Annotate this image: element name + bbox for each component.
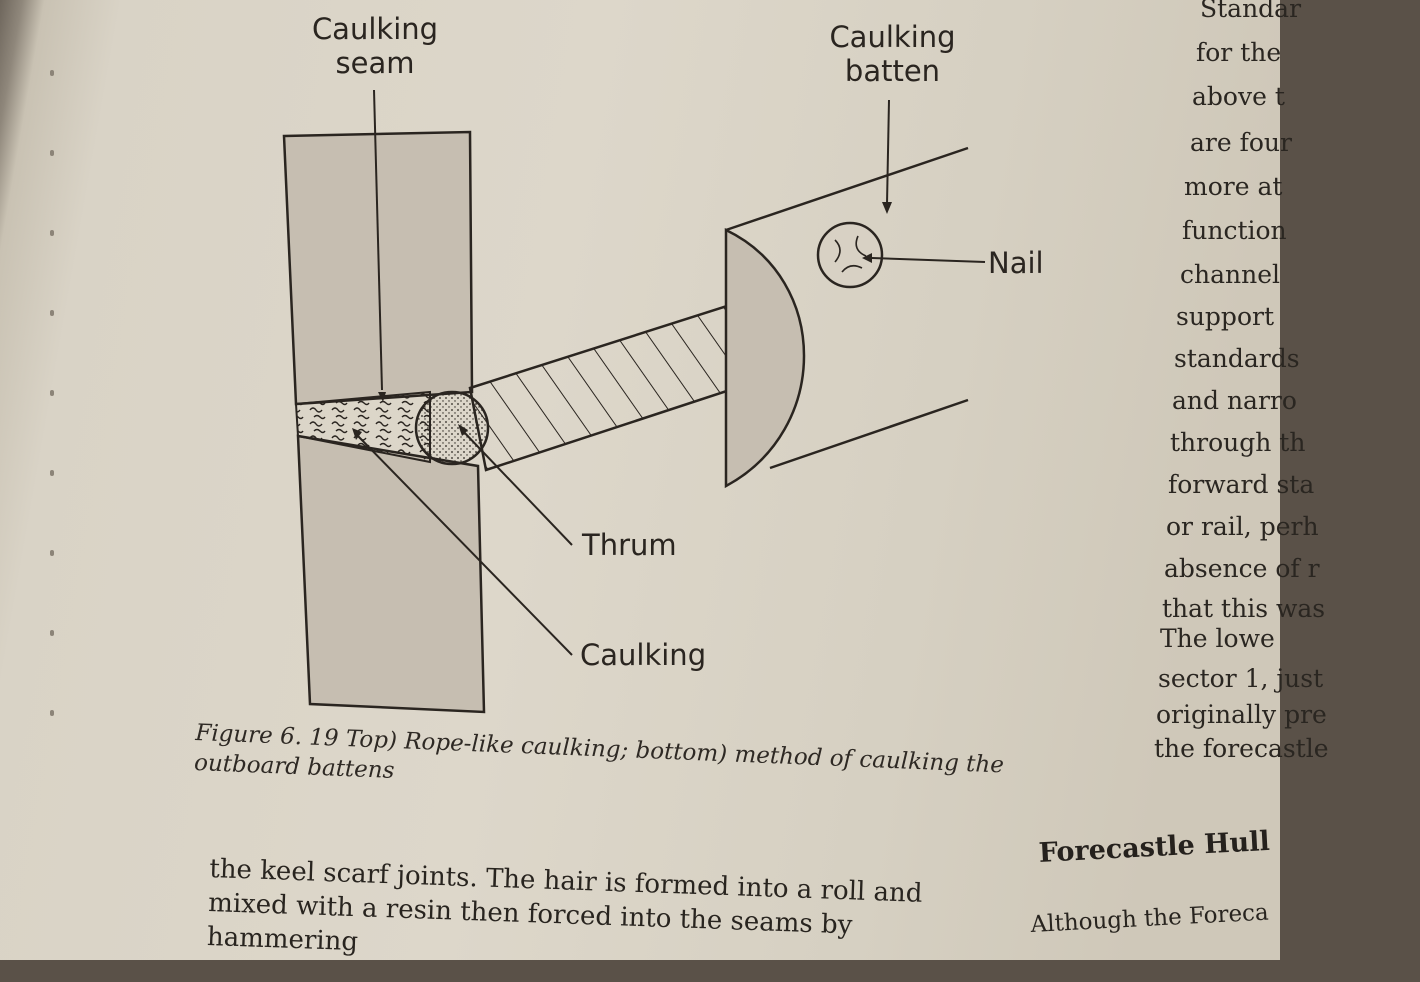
right-column-line: absence of r	[1164, 554, 1320, 583]
right-column-line: forward sta	[1168, 470, 1315, 499]
right-column-line: originally pre	[1156, 700, 1327, 729]
label-caulking: Caulking	[580, 638, 707, 672]
right-column-line: or rail, perh	[1166, 512, 1319, 541]
right-column-line: support	[1176, 302, 1274, 331]
right-column-line: that this was	[1162, 594, 1326, 623]
right-column-line: Standar	[1200, 0, 1302, 23]
label-caulking-batten: Caulking batten	[829, 20, 956, 88]
batten-bottom	[769, 398, 969, 470]
right-column-line: for the	[1196, 38, 1282, 67]
rope	[468, 303, 738, 472]
right-column-line: through th	[1170, 428, 1306, 457]
label-nail: Nail	[988, 246, 1044, 280]
right-column-line: standards	[1174, 344, 1300, 373]
right-column-line: channel	[1180, 260, 1280, 289]
label-thrum: Thrum	[582, 528, 677, 562]
caulking-fill	[294, 390, 431, 464]
right-column-line: the forecastle	[1154, 734, 1329, 763]
right-column-line: The lowe	[1160, 624, 1275, 653]
book-page: Caulking seam Caulking batten Nail Thrum…	[0, 0, 1329, 960]
nail-head	[816, 221, 884, 289]
right-column-line: function	[1182, 216, 1287, 245]
label-caulking-seam: Caulking seam	[311, 12, 439, 80]
right-column-line: and narro	[1172, 386, 1297, 415]
right-column-line: above t	[1192, 82, 1285, 111]
thrum-circle	[414, 390, 490, 466]
right-column-text: Standar for the above t are four more at func…	[1110, 0, 1329, 790]
batten-end	[724, 228, 806, 489]
lower-plank	[296, 434, 486, 714]
right-column-line: sector 1, just	[1158, 664, 1324, 693]
figure-number: Figure 6. 19	[194, 719, 340, 752]
caulking-diagram	[282, 89, 986, 714]
right-column-line: more at	[1184, 172, 1283, 201]
right-column-line: are four	[1190, 128, 1292, 157]
batten-top	[725, 146, 969, 232]
